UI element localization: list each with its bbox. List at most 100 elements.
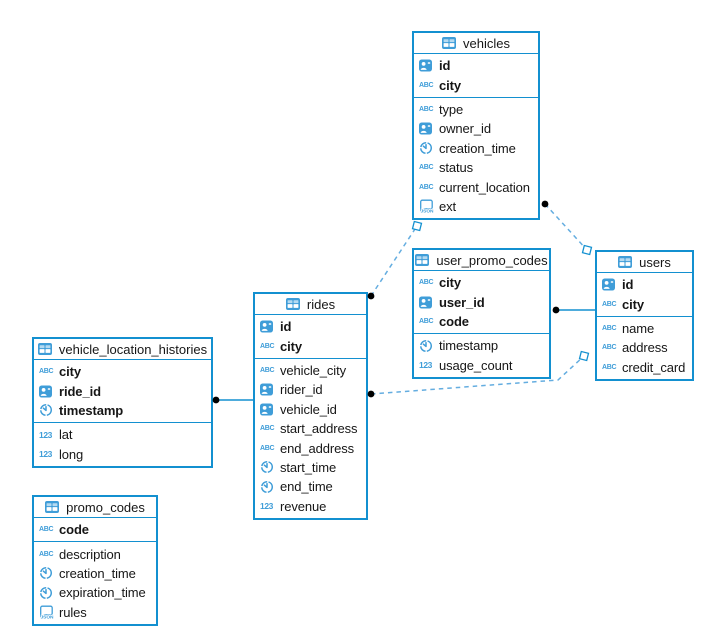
field-name: start_address xyxy=(280,421,358,437)
uuid-icon xyxy=(602,278,618,292)
abc-icon: ABC xyxy=(260,425,275,433)
fields-section: ABC vehicle_city rider_id vehicle_id ABC… xyxy=(255,357,366,518)
field-name: creation_time xyxy=(59,565,136,581)
abc-icon: ABC xyxy=(419,183,434,191)
many-end-dot xyxy=(367,390,375,398)
table-field-row: rider_id xyxy=(255,380,366,399)
fields-section: timestamp 123 usage_count xyxy=(414,333,549,377)
abc-icon: ABC xyxy=(602,300,617,308)
uuid-icon xyxy=(419,295,435,309)
table-field-row: ride_id xyxy=(34,381,211,400)
fields-section: ABC description creation_time expiration… xyxy=(34,541,156,624)
table-rides[interactable]: rides id ABC city ABC vehicle_city rider… xyxy=(253,292,368,520)
clock-icon xyxy=(419,339,435,353)
table-field-row: timestamp xyxy=(414,336,549,355)
123-icon: 123 xyxy=(260,501,273,512)
field-name: end_address xyxy=(280,440,355,456)
fields-section: 123 lat 123 long xyxy=(34,422,211,466)
table-title: promo_codes xyxy=(66,499,145,515)
clock-icon xyxy=(260,480,276,494)
field-name: description xyxy=(59,546,121,562)
uuid-icon xyxy=(419,59,435,73)
table-field-row: ABC credit_card xyxy=(597,358,692,377)
table-field-row: id xyxy=(414,56,538,75)
table-header[interactable]: vehicles xyxy=(414,33,538,54)
uuid-icon xyxy=(260,320,276,334)
table-icon xyxy=(286,297,302,311)
table-field-row: ABC city xyxy=(414,273,549,292)
field-name: usage_count xyxy=(439,357,513,373)
table-header[interactable]: user_promo_codes xyxy=(414,250,549,271)
primary-key-section: ABC city user_id ABC code xyxy=(414,271,549,333)
field-name: address xyxy=(622,340,668,356)
field-name: owner_id xyxy=(439,121,491,137)
table-vehicle-location-histories[interactable]: vehicle_location_histories ABC city ride… xyxy=(32,337,213,468)
table-header[interactable]: rides xyxy=(255,294,366,315)
primary-key-section: id ABC city xyxy=(597,273,692,316)
field-name: city xyxy=(280,338,303,354)
fields-section: ABC name ABC address ABC credit_card xyxy=(597,315,692,379)
field-name: user_id xyxy=(439,294,485,310)
table-field-row: ABC current_location xyxy=(414,177,538,196)
uuid-icon xyxy=(419,122,435,136)
json-icon xyxy=(419,199,435,213)
abc-icon: ABC xyxy=(260,366,275,374)
field-name: ride_id xyxy=(59,383,101,399)
table-field-row: ABC code xyxy=(414,312,549,331)
table-field-row: rules xyxy=(34,603,156,622)
table-icon xyxy=(38,342,54,356)
table-field-row: ABC end_address xyxy=(255,438,366,457)
field-name: start_time xyxy=(280,459,337,475)
table-field-row: 123 long xyxy=(34,445,211,464)
field-name: rider_id xyxy=(280,382,323,398)
field-name: rules xyxy=(59,604,87,620)
abc-icon: ABC xyxy=(602,363,617,371)
field-name: city xyxy=(59,364,82,380)
field-name: city xyxy=(439,275,462,291)
table-field-row: 123 revenue xyxy=(255,497,366,516)
abc-icon: ABC xyxy=(602,324,617,332)
table-title: user_promo_codes xyxy=(436,252,548,268)
field-name: id xyxy=(439,58,451,74)
field-name: credit_card xyxy=(622,359,686,375)
many-end-dot xyxy=(367,292,375,300)
table-field-row: ABC city xyxy=(597,294,692,313)
field-name: city xyxy=(439,77,462,93)
table-promo-codes[interactable]: promo_codes ABC code ABC description cre… xyxy=(32,495,158,626)
many-end-dot xyxy=(552,306,560,314)
table-field-row: id xyxy=(597,275,692,294)
table-title: vehicles xyxy=(463,35,510,51)
table-header[interactable]: promo_codes xyxy=(34,497,156,518)
uuid-icon xyxy=(260,402,276,416)
table-field-row: ABC code xyxy=(34,520,156,539)
field-name: code xyxy=(59,522,89,538)
table-icon xyxy=(442,36,458,50)
field-name: id xyxy=(622,277,634,293)
table-field-row: ABC type xyxy=(414,100,538,119)
table-field-row: vehicle_id xyxy=(255,400,366,419)
table-field-row: ABC city xyxy=(255,336,366,355)
table-field-row: start_time xyxy=(255,458,366,477)
table-vehicles[interactable]: vehicles id ABC city ABC type owner_id xyxy=(412,31,540,221)
relationship-line-vehicles-users xyxy=(544,203,588,251)
table-field-row: creation_time xyxy=(34,564,156,583)
field-name: current_location xyxy=(439,179,530,195)
field-name: vehicle_id xyxy=(280,401,337,417)
many-end-dot xyxy=(541,200,549,208)
clock-icon xyxy=(419,141,435,155)
field-name: timestamp xyxy=(439,338,499,354)
relationship-line-rides-vehicles xyxy=(370,225,418,297)
table-users[interactable]: users id ABC city ABC name ABC address A… xyxy=(595,250,694,381)
table-user-promo-codes[interactable]: user_promo_codes ABC city user_id ABC co… xyxy=(412,248,551,379)
table-header[interactable]: users xyxy=(597,252,692,273)
abc-icon: ABC xyxy=(39,368,54,376)
table-field-row: ABC address xyxy=(597,338,692,357)
table-field-row: owner_id xyxy=(414,119,538,138)
table-header[interactable]: vehicle_location_histories xyxy=(34,339,211,360)
uuid-icon xyxy=(39,384,55,398)
field-name: city xyxy=(622,296,645,312)
field-name: end_time xyxy=(280,479,333,495)
abc-icon: ABC xyxy=(260,342,275,350)
table-field-row: ABC vehicle_city xyxy=(255,361,366,380)
